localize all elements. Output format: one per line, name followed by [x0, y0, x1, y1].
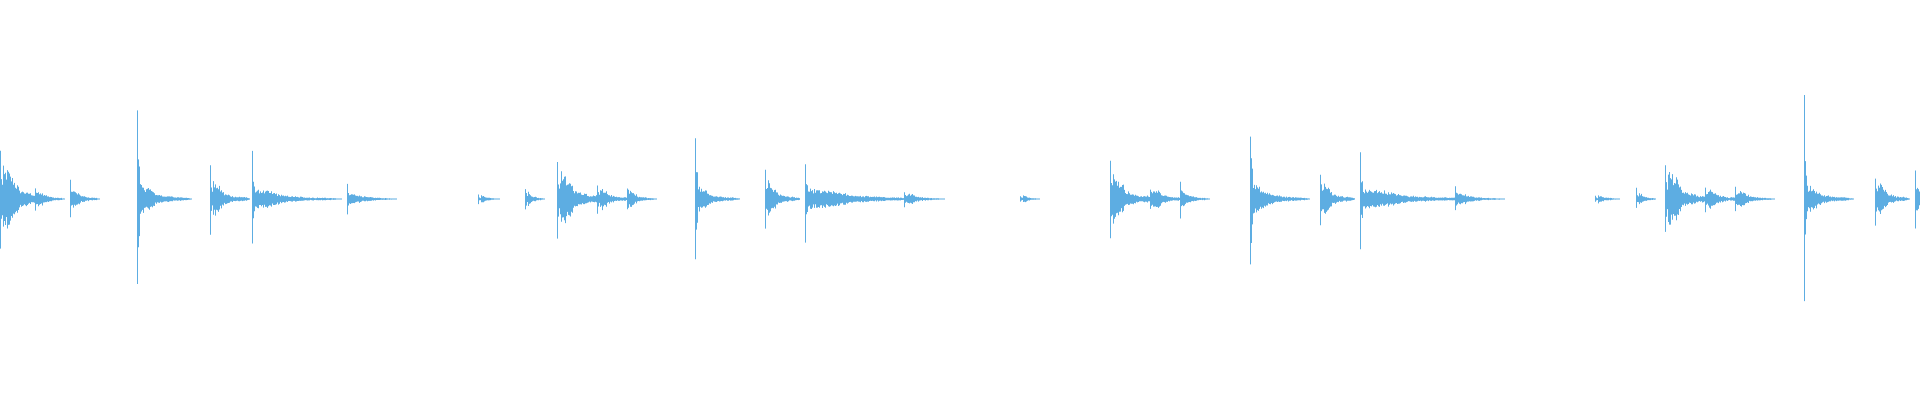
waveform-path: [0, 95, 1920, 302]
